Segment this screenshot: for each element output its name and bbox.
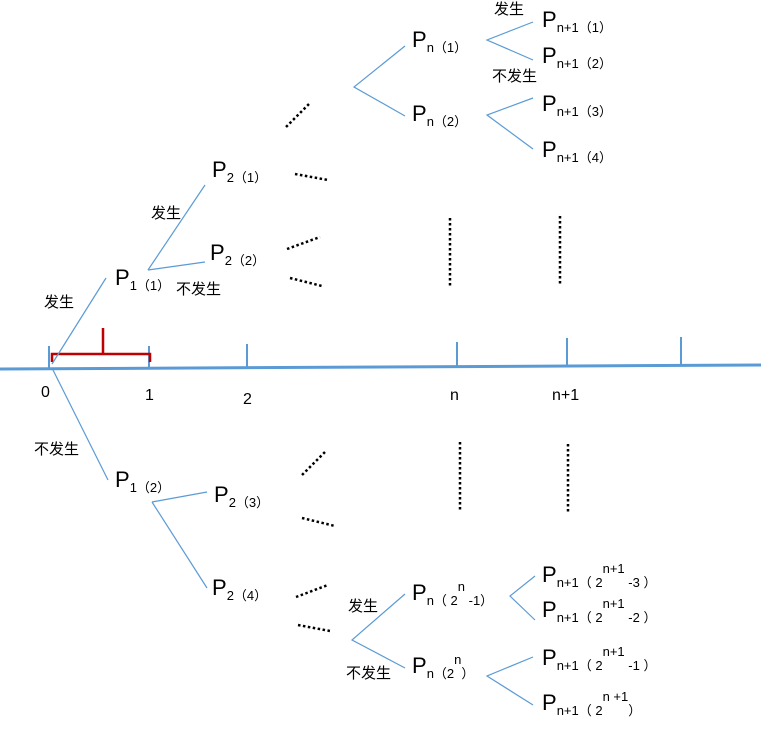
label-occur-2: 发生 — [151, 205, 181, 222]
branch-p1-2-to-p2-3 — [151, 491, 208, 503]
svg-text:Pn+1（2）: Pn+1（2） — [542, 43, 612, 71]
node-pn1-3: Pn+1（3） — [542, 91, 612, 119]
svg-text:P2（3）: P2（3） — [214, 482, 269, 510]
edge-labels: 发生 不发生 发生 不发生 发生 不发生 发生 不发生 — [34, 1, 537, 682]
svg-text:Pn+1（ 2n +1）: Pn+1（ 2n +1） — [542, 689, 641, 718]
axis-label-n1: n+1 — [552, 387, 579, 404]
branch-p1-1-to-p2-2 — [147, 261, 206, 271]
label-occur-n-bottom: 发生 — [348, 598, 378, 615]
label-notoccur-1: 不发生 — [34, 441, 79, 458]
dots-lower-h — [301, 516, 336, 528]
dots-mid-h — [289, 276, 323, 288]
svg-text:Pn+1（ 2n+1 -3 ）: Pn+1（ 2n+1 -3 ） — [542, 561, 656, 590]
branch-0-to-p1-1 — [51, 277, 107, 365]
axis-label-2: 2 — [243, 391, 252, 408]
time-axis: 0 1 2 n n+1 — [0, 337, 761, 408]
label-occur-1: 发生 — [44, 294, 74, 311]
dots-bottom-h — [297, 623, 331, 633]
node-pn1-4: Pn+1（4） — [542, 137, 612, 165]
node-pn-1: Pn（1） — [412, 27, 467, 55]
svg-text:Pn+1（3）: Pn+1（3） — [542, 91, 612, 119]
svg-text:Pn（ 2n -1）: Pn（ 2n -1） — [412, 579, 493, 608]
node-pn1-8: Pn+1（ 2n +1） — [542, 689, 641, 718]
svg-text:P2（2）: P2（2） — [210, 240, 265, 268]
dots-lower-diag — [301, 450, 327, 476]
label-notoccur-2: 不发生 — [176, 281, 221, 298]
svg-text:P1（2）: P1（2） — [115, 467, 170, 495]
node-p2-4: P2（4） — [212, 575, 267, 603]
axis-label-n: n — [450, 387, 459, 404]
node-p2-1: P2（1） — [212, 157, 267, 185]
node-pn-3: Pn（ 2n -1） — [412, 579, 493, 608]
dots-mid-diag — [286, 235, 321, 251]
axis-label-1: 1 — [145, 387, 154, 404]
branch-p1-1-to-p2-1 — [147, 184, 206, 271]
node-p2-2: P2（2） — [210, 240, 265, 268]
svg-text:Pn+1（4）: Pn+1（4） — [542, 137, 612, 165]
axis-line — [0, 363, 761, 371]
svg-text:Pn+1（1）: Pn+1（1） — [542, 7, 612, 35]
label-occur-n: 发生 — [494, 1, 524, 18]
branch-lines — [51, 21, 536, 706]
dots-bottom-diag — [295, 583, 329, 599]
svg-text:P1（1）: P1（1） — [115, 265, 170, 293]
node-pn1-1: Pn+1（1） — [542, 7, 612, 35]
node-pn1-6: Pn+1（ 2n+1 -2 ） — [542, 596, 656, 625]
interval-bracket — [50, 328, 152, 362]
node-pn1-7: Pn+1（ 2n+1 -1 ） — [542, 644, 656, 673]
ellipsis-dots — [285, 102, 570, 633]
node-pn-4: Pn（2n） — [412, 652, 474, 681]
node-p2-3: P2（3） — [214, 482, 269, 510]
branch-to-pn-3-4 — [350, 593, 406, 669]
dots-upper-h — [294, 172, 329, 182]
svg-text:P2（4）: P2（4） — [212, 575, 267, 603]
branch-pn-1 — [485, 21, 534, 61]
dots-upper-diag — [285, 102, 311, 128]
label-notoccur-n: 不发生 — [492, 68, 537, 85]
svg-text:Pn（2n）: Pn（2n） — [412, 652, 474, 681]
label-notoccur-n-bottom: 不发生 — [346, 665, 391, 682]
node-pn-2: Pn（2） — [412, 101, 467, 129]
svg-text:Pn（1）: Pn（1） — [412, 27, 467, 55]
node-pn1-2: Pn+1（2） — [542, 43, 612, 71]
svg-text:P2（1）: P2（1） — [212, 157, 267, 185]
branch-pn-4 — [485, 656, 534, 706]
svg-text:Pn+1（ 2n+1 -2 ）: Pn+1（ 2n+1 -2 ） — [542, 596, 656, 625]
svg-text:Pn+1（ 2n+1 -1 ）: Pn+1（ 2n+1 -1 ） — [542, 644, 656, 673]
svg-text:Pn（2）: Pn（2） — [412, 101, 467, 129]
branch-pn-2 — [485, 97, 534, 150]
node-p1-1: P1（1） — [115, 265, 170, 293]
axis-label-0: 0 — [41, 384, 50, 401]
branch-0-to-p1-2 — [51, 367, 109, 481]
node-pn1-5: Pn+1（ 2n+1 -3 ） — [542, 561, 656, 590]
branch-pn-3 — [509, 575, 536, 621]
branch-to-pn-1-2 — [352, 45, 406, 117]
branch-p1-2-to-p2-4 — [151, 501, 208, 589]
node-p1-2: P1（2） — [115, 467, 170, 495]
